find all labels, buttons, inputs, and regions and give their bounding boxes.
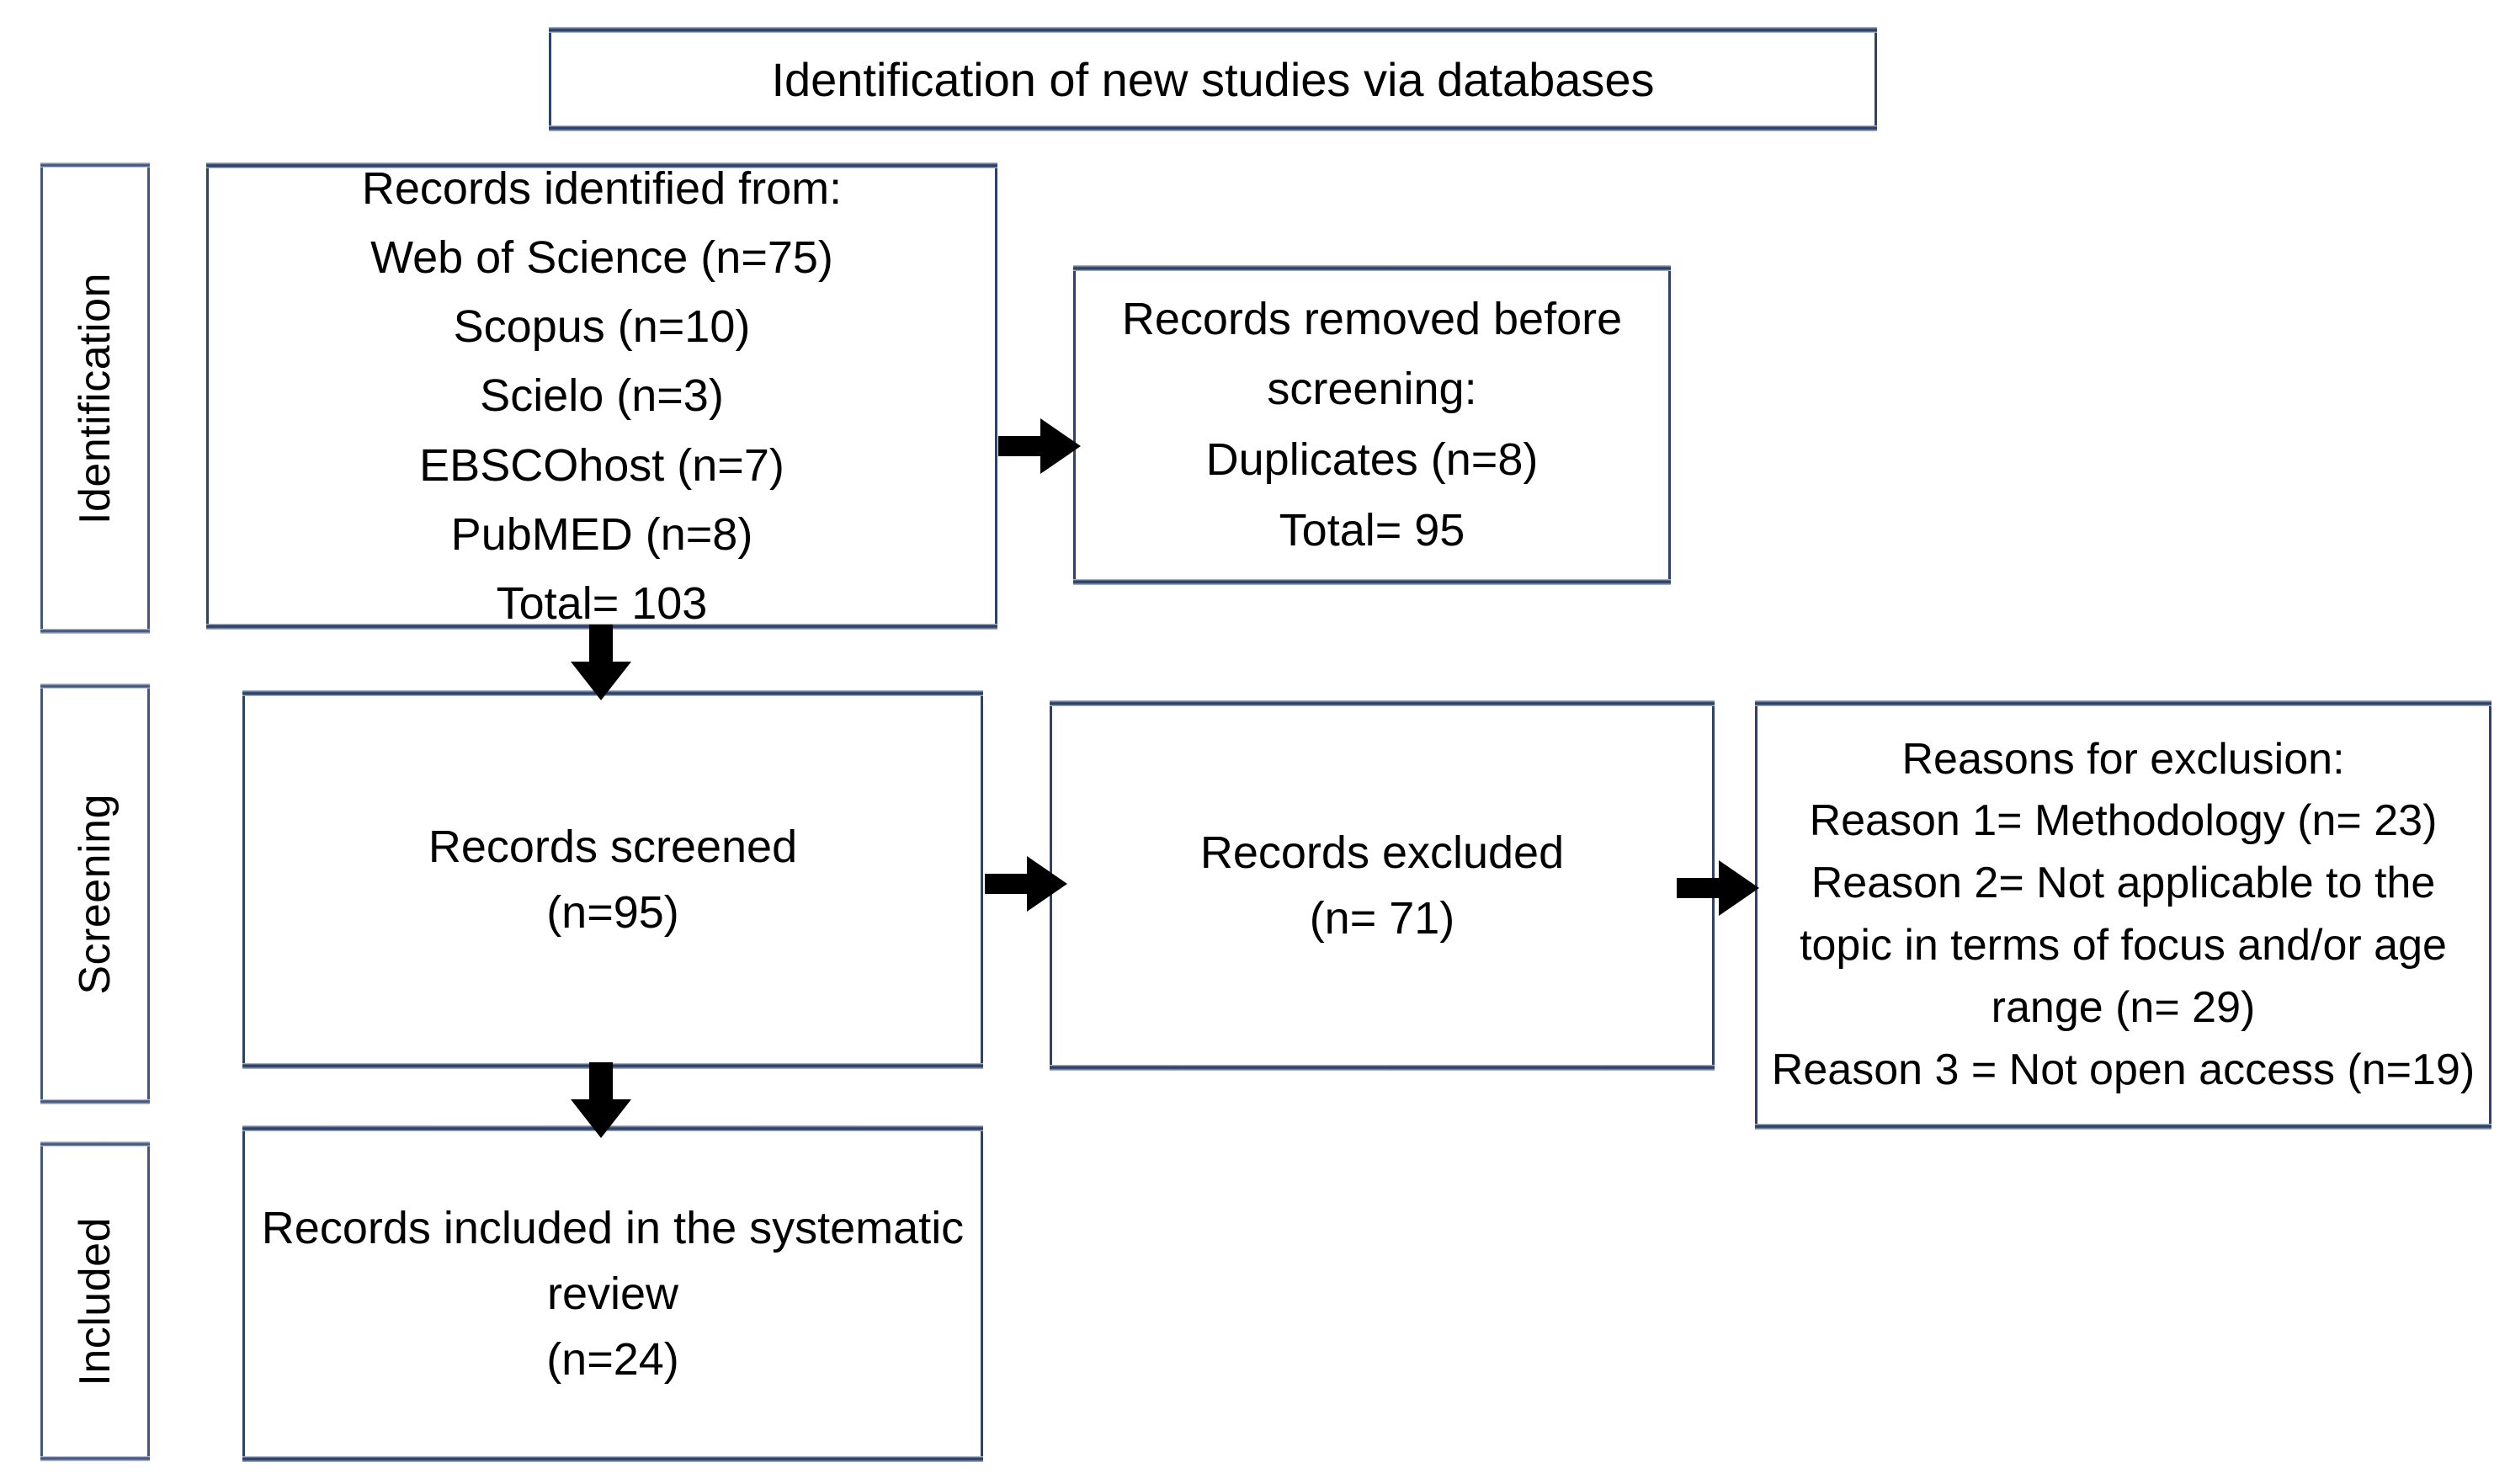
stage-label-screening-text: Screening <box>71 793 120 995</box>
arrow-screened-to-excluded-icon <box>985 842 1069 926</box>
records-removed-duplicates: Duplicates (n=8) <box>1205 434 1539 485</box>
arrow-screened-to-included-icon <box>559 1062 643 1140</box>
records-screened-count: (n=95) <box>546 887 679 938</box>
stage-label-identification: Identification <box>40 162 150 634</box>
source-ebscohost: EBSCOhost (n=7) <box>419 439 784 491</box>
stage-label-screening: Screening <box>40 683 150 1104</box>
arrow-identified-to-screened-icon <box>559 625 643 702</box>
reason-2: Reason 2= Not applicable to the topic in… <box>1800 859 2447 1032</box>
source-pubmed: PubMED (n=8) <box>450 508 753 560</box>
reasons-heading: Reasons for exclusion: <box>1901 734 2345 784</box>
records-removed-heading-2: screening: <box>1267 364 1477 415</box>
records-included-label: Records included in the systematic revie… <box>261 1202 965 1319</box>
box-records-identified: Records identified from: Web of Science … <box>206 162 997 630</box>
records-removed-total: Total= 95 <box>1279 504 1465 556</box>
diagram-title-box: Identification of new studies via databa… <box>549 27 1877 131</box>
box-records-excluded: Records excluded (n= 71) <box>1050 700 1715 1071</box>
records-included-count: (n=24) <box>546 1334 679 1386</box>
stage-label-included-text: Included <box>71 1216 120 1386</box>
arrow-excluded-to-reasons-icon <box>1677 846 1761 930</box>
arrow-identified-to-removed-icon <box>998 404 1082 488</box>
box-records-screened: Records screened (n=95) <box>242 690 983 1069</box>
stage-label-included: Included <box>40 1141 150 1461</box>
box-reasons-for-exclusion: Reasons for exclusion: Reason 1= Methodo… <box>1755 700 2491 1130</box>
records-identified-total: Total= 103 <box>496 577 708 629</box>
records-identified-heading: Records identified from: <box>361 163 843 215</box>
records-removed-heading-1: Records removed before <box>1121 293 1623 344</box>
box-records-removed: Records removed before screening: Duplic… <box>1073 265 1671 585</box>
stage-label-identification-text: Identification <box>71 272 120 524</box>
source-scopus: Scopus (n=10) <box>453 301 751 353</box>
records-screened-label: Records screened <box>428 821 798 872</box>
reason-1: Reason 1= Methodology (n= 23) <box>1809 796 2438 846</box>
source-scielo: Scielo (n=3) <box>480 370 724 422</box>
diagram-title: Identification of new studies via databa… <box>771 52 1655 106</box>
reason-3: Reason 3 = Not open access (n=19) <box>1771 1045 2475 1094</box>
box-records-included: Records included in the systematic revie… <box>242 1125 983 1462</box>
records-excluded-label: Records excluded <box>1199 827 1565 878</box>
records-excluded-count: (n= 71) <box>1309 893 1455 944</box>
source-web-of-science: Web of Science (n=75) <box>370 232 833 284</box>
